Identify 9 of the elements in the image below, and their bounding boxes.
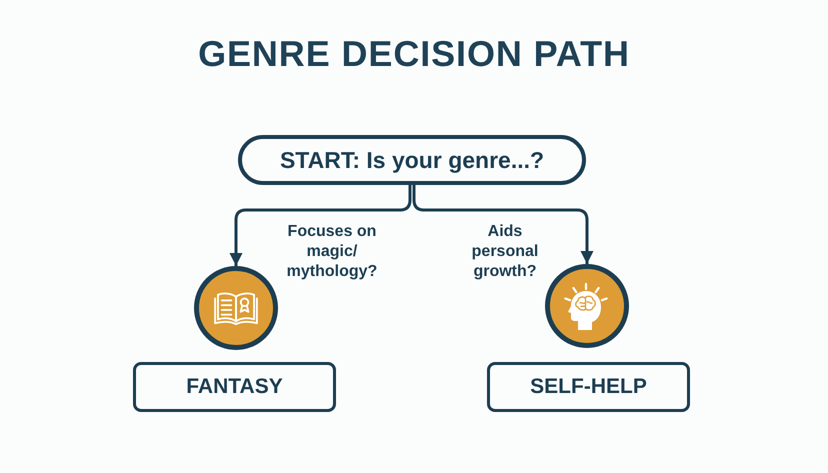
title: GENRE DECISION PATH	[198, 36, 630, 72]
node-label: START: Is your genre...?	[280, 146, 544, 174]
arrow	[230, 185, 412, 266]
arrow	[412, 185, 594, 264]
node-label: SELF-HELP	[530, 374, 647, 400]
start-terminal	[238, 135, 586, 185]
result-box	[487, 362, 690, 412]
result-box	[133, 362, 336, 412]
node-label: FANTASY	[186, 374, 283, 400]
